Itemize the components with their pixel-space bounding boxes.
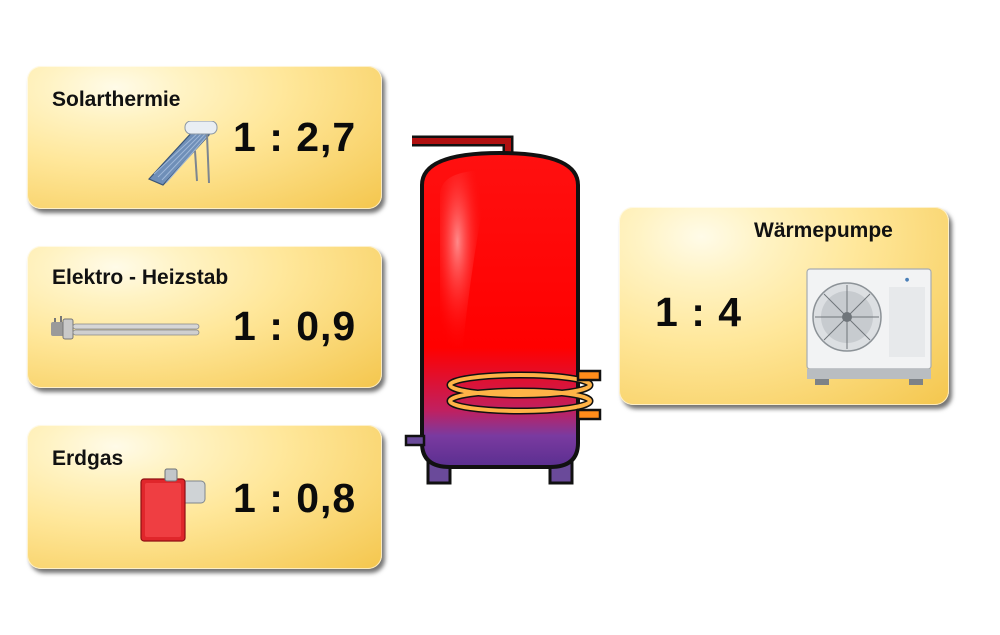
solar-collector-icon [147,121,218,186]
source-label: Erdgas [52,447,124,470]
source-card-solarthermie: Solarthermie 1 : 2,7 [27,66,382,209]
efficiency-ratio: 1 : 2,7 [233,114,357,160]
source-label: Solarthermie [52,88,181,111]
source-card-waermepumpe: Wärmepumpe ● 1 : 4 [619,207,949,405]
efficiency-ratio: 1 : 0,8 [233,475,357,521]
svg-text:●: ● [905,277,910,283]
efficiency-ratio: 1 : 0,9 [233,303,357,349]
heat-pump-icon: ● [806,268,932,385]
gas-burner-icon [140,468,206,542]
source-card-elektro-heizstab: Elektro - Heizstab 1 : 0,9 [27,246,382,388]
efficiency-ratio: 1 : 4 [655,289,743,335]
hot-water-storage-tank-icon [404,135,602,485]
source-card-erdgas: Erdgas 1 : 0,8 [27,425,382,569]
heating-rod-icon [51,316,200,340]
source-label: Elektro - Heizstab [52,266,229,289]
source-label: Wärmepumpe [754,219,893,242]
